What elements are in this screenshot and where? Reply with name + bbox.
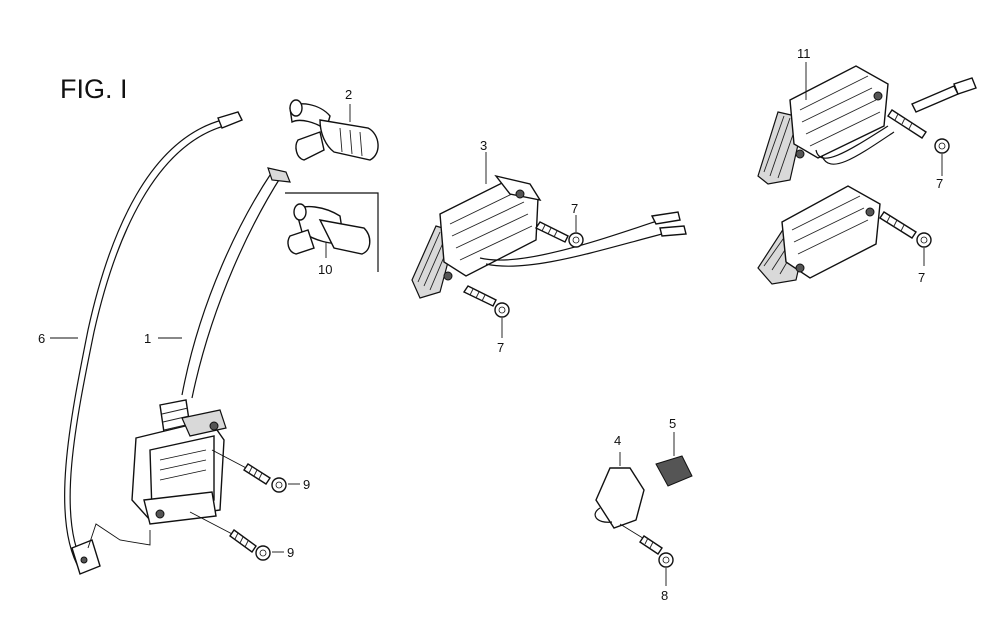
- callout-11: 11: [797, 46, 811, 61]
- callout-leaders: [50, 62, 807, 553]
- callout-9-lower: 9: [287, 545, 294, 560]
- part-8-bolt: [619, 523, 674, 586]
- callout-7-right-upper: 7: [936, 176, 943, 191]
- callout-7-center-lower: 7: [497, 340, 504, 355]
- part-10-plug-cap-alt: [285, 192, 379, 272]
- part-9-bolts: [189, 449, 287, 561]
- callout-3: 3: [480, 138, 487, 153]
- part-3-exciter-coil: [411, 174, 687, 299]
- part-4-bracket: [594, 452, 645, 529]
- part-11-coil-upper: [757, 65, 895, 185]
- callout-6: 6: [38, 331, 45, 346]
- part-5-grommet: [655, 432, 693, 487]
- part-7-bolts-right: [879, 77, 977, 266]
- callout-1: 1: [144, 331, 151, 346]
- part-6-ground-wire: [64, 111, 243, 575]
- callout-5: 5: [669, 416, 676, 431]
- figure-title: FIG. I: [60, 74, 128, 104]
- callout-9-upper: 9: [303, 477, 310, 492]
- callout-7-right-lower: 7: [918, 270, 925, 285]
- callout-7-center-upper: 7: [571, 201, 578, 216]
- part-2-spark-plug-cap: [289, 99, 379, 161]
- part-11-coil-lower: [757, 185, 881, 285]
- part-1-ignition-coil: [87, 167, 291, 549]
- part-7-bolts-center: [462, 215, 584, 338]
- callout-2: 2: [345, 87, 352, 102]
- callout-8: 8: [661, 588, 668, 603]
- callout-10: 10: [318, 262, 332, 277]
- callout-4: 4: [614, 433, 621, 448]
